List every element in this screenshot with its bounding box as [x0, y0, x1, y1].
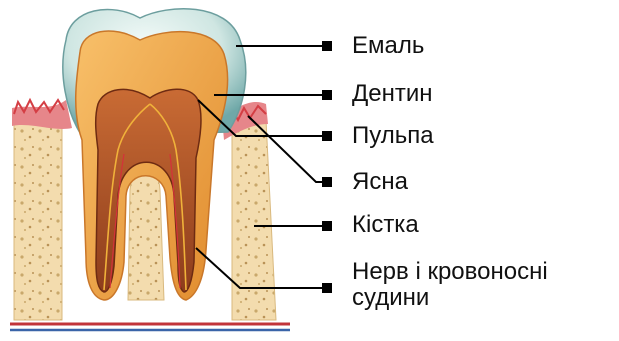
label-enamel: Емаль [352, 33, 424, 59]
label-gum: Ясна [352, 169, 408, 195]
label-pulp: Пульпа [352, 123, 434, 149]
leader-markers [322, 41, 332, 293]
label-nerve-vessels-line1: Нерв і кровоносні [352, 259, 548, 285]
label-bone: Кістка [352, 212, 419, 238]
label-nerve-vessels-line2: судини [352, 285, 429, 311]
label-dentin: Дентин [352, 81, 433, 107]
